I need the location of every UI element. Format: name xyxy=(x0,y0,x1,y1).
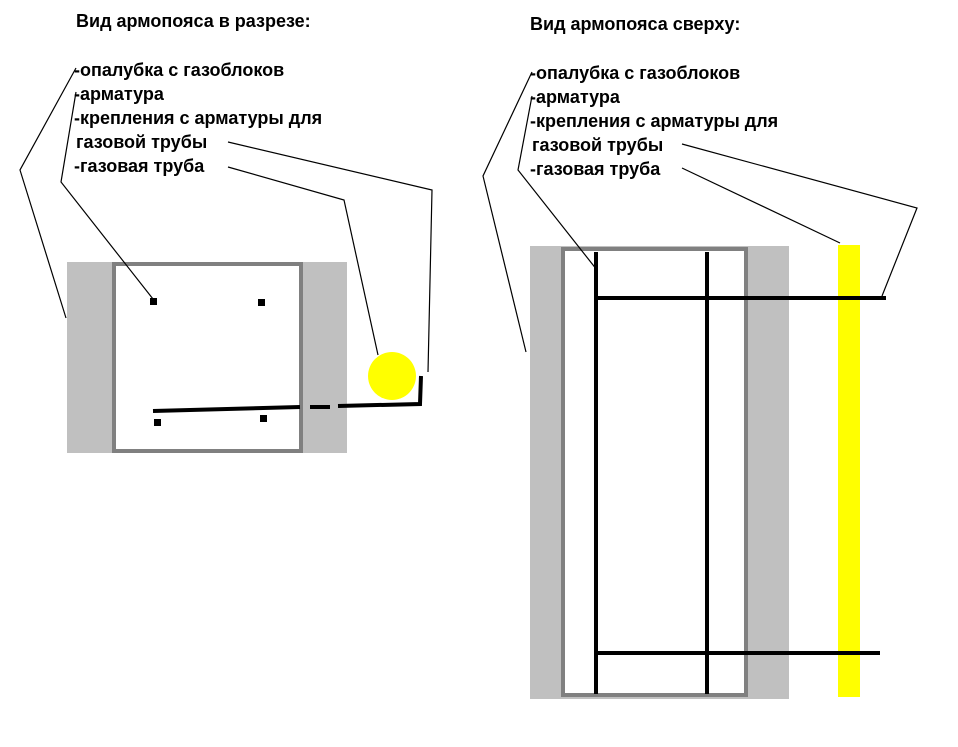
section-rebar-dot xyxy=(260,415,267,422)
section-label: -крепления с арматуры для xyxy=(74,108,322,128)
section-label: -газовая труба xyxy=(74,156,205,176)
section-gas-pipe xyxy=(368,352,416,400)
section-rebar-dot xyxy=(150,298,157,305)
top-gas-pipe xyxy=(838,245,860,697)
section-rebar-dot xyxy=(258,299,265,306)
leader-formwork xyxy=(19,67,77,319)
section-pipe-bracket xyxy=(152,375,423,413)
top-label: -арматура xyxy=(530,87,621,107)
section-view: Вид армопояса в разрезе: -опалубка с газ… xyxy=(19,11,433,453)
section-rebar-dot xyxy=(154,419,161,426)
leader-rebar xyxy=(60,91,154,300)
top-leader-gas-pipe xyxy=(681,167,841,244)
top-label: -крепления с арматуры для xyxy=(530,111,778,131)
leader-bracket xyxy=(227,141,433,373)
top-leader-formwork xyxy=(482,71,533,353)
top-leader-rebar xyxy=(517,95,598,271)
top-view: Вид армопояса сверху: -опалубка с газобл… xyxy=(482,14,918,699)
top-title: Вид армопояса сверху: xyxy=(530,14,740,34)
section-concrete-core xyxy=(112,262,303,453)
section-title: Вид армопояса в разрезе: xyxy=(76,11,311,31)
leader-gas-pipe xyxy=(227,166,379,356)
top-concrete-core xyxy=(561,247,748,697)
section-label: газовой трубы xyxy=(76,132,207,152)
top-leader-bracket xyxy=(681,143,918,297)
section-label: -опалубка с газоблоков xyxy=(74,60,284,80)
top-label: -газовая труба xyxy=(530,159,661,179)
section-label: -арматура xyxy=(74,84,165,104)
top-label: -опалубка с газоблоков xyxy=(530,63,740,83)
top-label: газовой трубы xyxy=(532,135,663,155)
